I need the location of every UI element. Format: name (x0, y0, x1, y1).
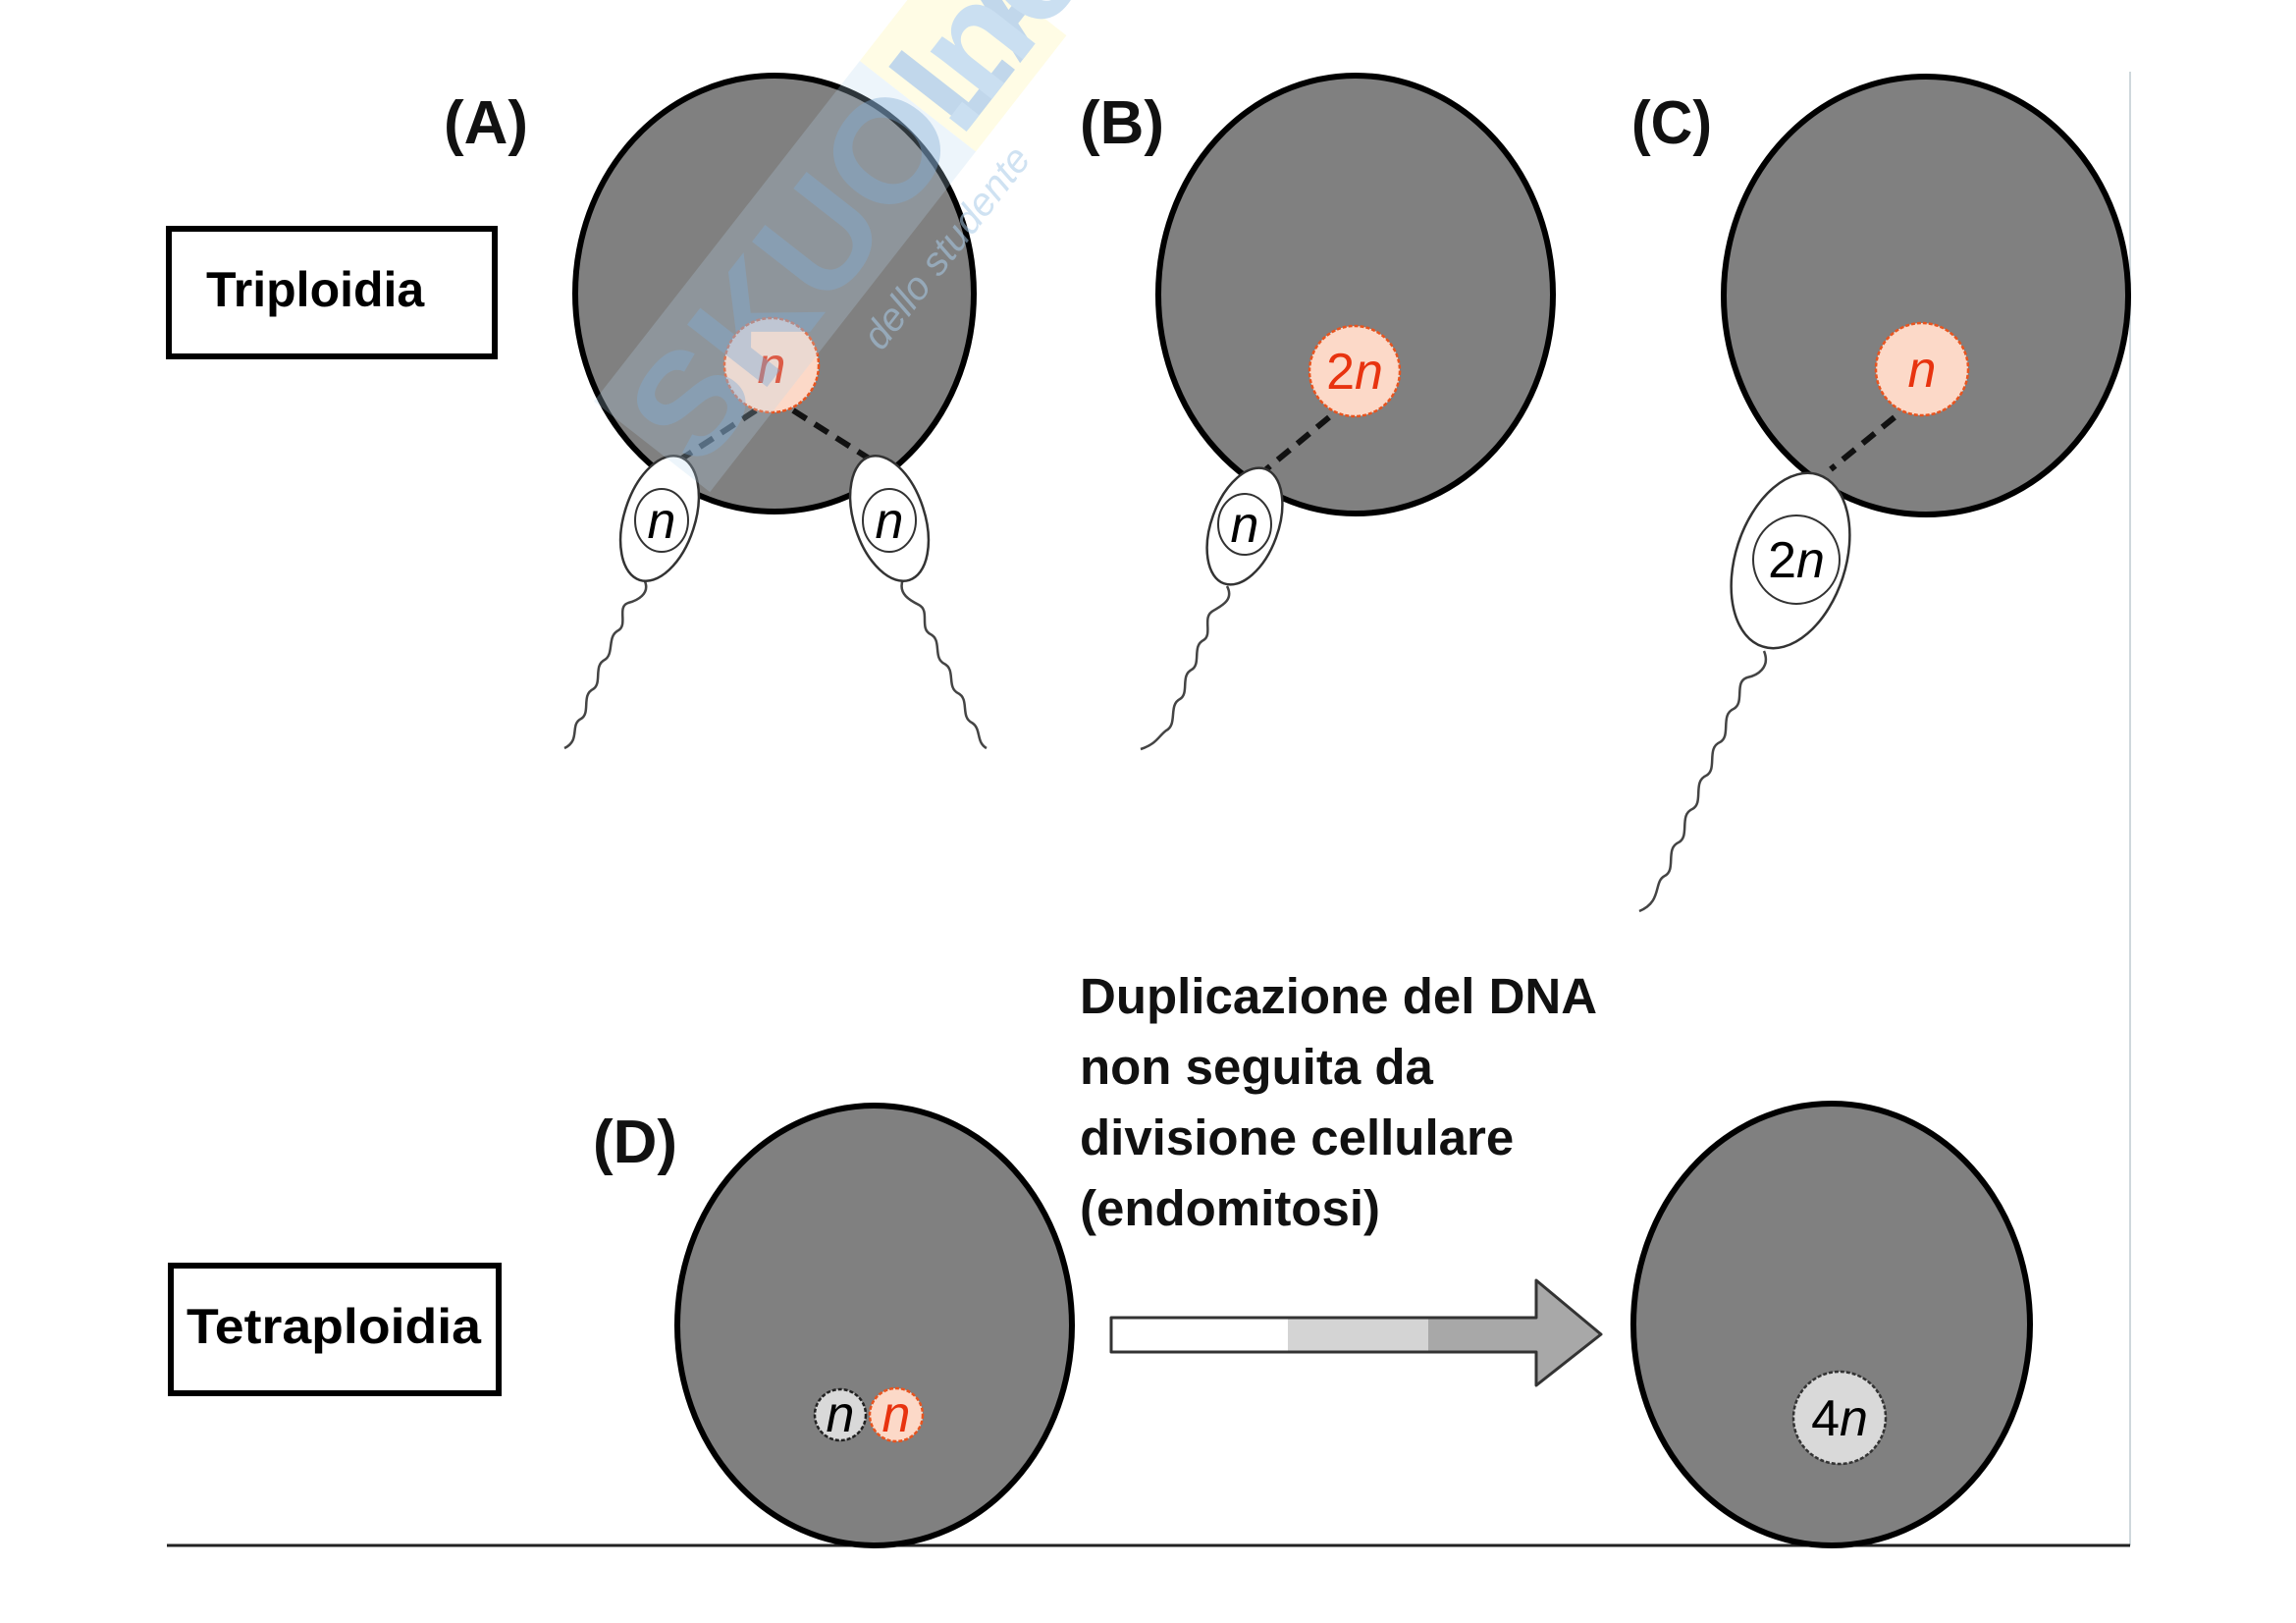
fusion-link (1264, 414, 1331, 472)
nucleus-label: n (827, 1386, 855, 1443)
sperm-tail (1140, 585, 1231, 751)
process-line-1: Duplicazione del DNA (1080, 968, 1597, 1024)
sperm-tail (900, 578, 988, 750)
panel-a: n n n (563, 73, 988, 750)
egg-nucleus: 2n (1308, 324, 1402, 418)
process-line-3: divisione cellulare (1080, 1109, 1514, 1165)
panel-label-a: (A) (444, 89, 528, 157)
panel-label-b: (B) (1080, 89, 1164, 157)
egg-nucleus-label: n (1908, 342, 1937, 399)
panel-d: n n Duplicazione del DNA non seguita da … (674, 968, 2033, 1548)
sperm-cell: n (618, 455, 701, 582)
cell-after-endomitosis (1630, 1101, 2033, 1548)
egg-cell (572, 73, 977, 514)
panel-c: 2n n (1638, 74, 2131, 913)
triploidy-label-box: Triploidia (166, 226, 498, 359)
egg-nucleus-label: 2n (1326, 344, 1383, 401)
sperm-nucleus-label: n (1231, 497, 1259, 554)
sperm-cell: n (848, 455, 931, 582)
cell-before-endomitosis (674, 1103, 1075, 1548)
sperm-nucleus-label: 2n (1768, 532, 1825, 589)
panel-label-d: (D) (593, 1109, 677, 1176)
panel-label-c: (C) (1631, 89, 1712, 157)
egg-nucleus-label: n (758, 338, 786, 395)
fusion-link (791, 407, 876, 464)
maternal-nucleus: n (868, 1386, 925, 1443)
fusion-link (675, 407, 758, 464)
paternal-nucleus: n (813, 1386, 868, 1443)
fusion-link (1829, 414, 1896, 472)
nucleus-label: n (882, 1386, 911, 1443)
sperm-nucleus-label: n (648, 493, 676, 550)
tetraploid-nucleus: 4n (1791, 1370, 1888, 1466)
egg-cell (1721, 74, 2131, 517)
arrow-icon (1109, 1278, 1603, 1387)
sperm-cell: n (1205, 466, 1284, 586)
egg-cell (1155, 73, 1556, 516)
process-line-4: (endomitosi) (1080, 1180, 1380, 1236)
triploidy-label: Triploidia (206, 262, 425, 317)
sperm-cell: 2n (1730, 471, 1851, 650)
tetraploid-nucleus-label: 4n (1811, 1390, 1868, 1447)
egg-nucleus: n (1874, 321, 1970, 417)
panel-b: n 2n (1140, 73, 1556, 751)
tetraploidy-label: Tetraploidia (187, 1299, 482, 1354)
sperm-tail (1638, 650, 1767, 913)
egg-nucleus: n (722, 316, 821, 414)
tetraploidy-label-box: Tetraploidia (168, 1263, 502, 1396)
process-line-2: non seguita da (1080, 1039, 1434, 1095)
sperm-tail (563, 578, 648, 750)
sperm-nucleus-label: n (876, 493, 904, 550)
process-description: Duplicazione del DNA non seguita da divi… (1080, 968, 1597, 1236)
